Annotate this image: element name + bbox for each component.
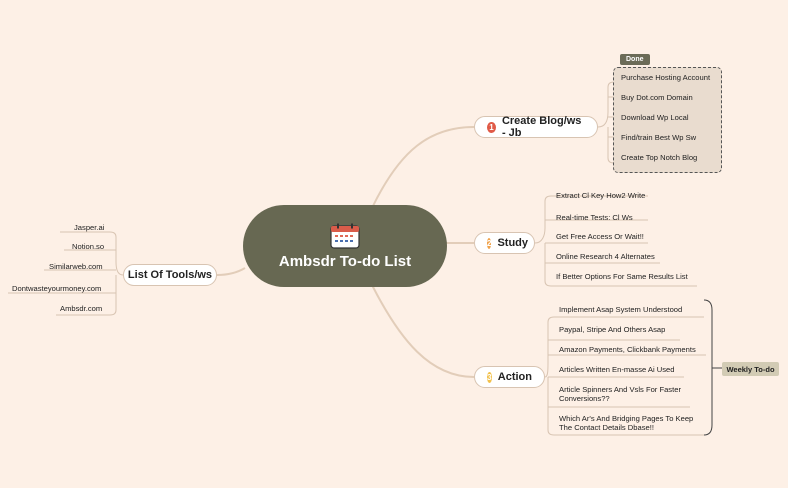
- number-badge-1: 1: [487, 121, 496, 133]
- number-badge-2: 2: [487, 237, 492, 249]
- subtopic-action-4[interactable]: Articles Written En-masse Ai Used: [559, 365, 675, 374]
- subtopic-blog-3[interactable]: Download Wp Local: [621, 113, 689, 122]
- subtopic-action-3[interactable]: Amazon Payments, Clickbank Payments: [559, 345, 696, 354]
- topic-create-blog[interactable]: 1 Create Blog/ws - Jb: [474, 115, 598, 139]
- central-topic[interactable]: Ambsdr To-do List: [243, 205, 447, 287]
- subtopic-blog-2[interactable]: Buy Dot.com Domain: [621, 93, 693, 102]
- subtopic-line: Conversions??: [559, 394, 610, 403]
- subtopic-action-2[interactable]: Paypal, Stripe And Others Asap: [559, 325, 666, 334]
- subtopic-tool-4[interactable]: Dontwasteyourmoney.com: [12, 284, 102, 293]
- central-title: Ambsdr To-do List: [278, 252, 412, 270]
- connector-tools: [216, 267, 246, 276]
- subtopic-study-2[interactable]: Real-time Tests: Cl Ws: [556, 213, 633, 222]
- subtopic-blog-4[interactable]: Find/train Best Wp Sw: [621, 133, 697, 142]
- done-boundary[interactable]: [613, 67, 722, 173]
- subtopic-action-1[interactable]: Implement Asap System Understood: [559, 305, 683, 314]
- calendar-icon: [330, 223, 360, 249]
- connector-blog: [371, 126, 475, 209]
- subtopic-tool-1[interactable]: Jasper.ai: [74, 223, 105, 232]
- topic-label: Create Blog/ws - Jb: [501, 115, 582, 139]
- topic-action[interactable]: 3 Action: [474, 366, 545, 388]
- subtopic-line: The Contact Details Dbase!!: [559, 423, 654, 432]
- topic-label: Action: [497, 371, 532, 383]
- number-badge-3: 3: [487, 371, 492, 383]
- subtopic-tool-3[interactable]: Similarweb.com: [49, 262, 103, 271]
- subtopic-study-1[interactable]: Extract Cl Key How2 Write: [556, 191, 646, 200]
- topic-list-of-tools[interactable]: List Of Tools/ws: [123, 264, 217, 286]
- subtopic-line: Which Ar's And Bridging Pages To Keep: [559, 414, 694, 423]
- subtopic-line: Article Spinners And Vsls For Faster: [559, 385, 681, 394]
- topic-label: Study: [497, 237, 529, 249]
- subtopic-tool-5[interactable]: Ambsdr.com: [60, 304, 103, 313]
- subtopic-tool-2[interactable]: Notion.so: [72, 242, 105, 251]
- subtopic-action-5[interactable]: Article Spinners And Vsls For Faster Con…: [559, 385, 681, 403]
- subtopic-blog-1[interactable]: Purchase Hosting Account: [621, 73, 711, 82]
- subtopic-study-4[interactable]: Online Research 4 Alternates: [556, 252, 655, 261]
- subtopic-action-6[interactable]: Which Ar's And Bridging Pages To Keep Th…: [559, 414, 693, 432]
- done-tag: Done: [620, 54, 650, 65]
- subtopic-study-3[interactable]: Get Free Access Or Wait!!: [556, 232, 644, 241]
- weekly-todo-summary[interactable]: Weekly To-do: [722, 362, 779, 376]
- subtopic-study-5[interactable]: If Better Options For Same Results List: [556, 272, 688, 281]
- subtopic-blog-5[interactable]: Create Top Notch Blog: [621, 153, 698, 162]
- topic-study[interactable]: 2 Study: [474, 232, 535, 254]
- connector-action: [371, 284, 475, 378]
